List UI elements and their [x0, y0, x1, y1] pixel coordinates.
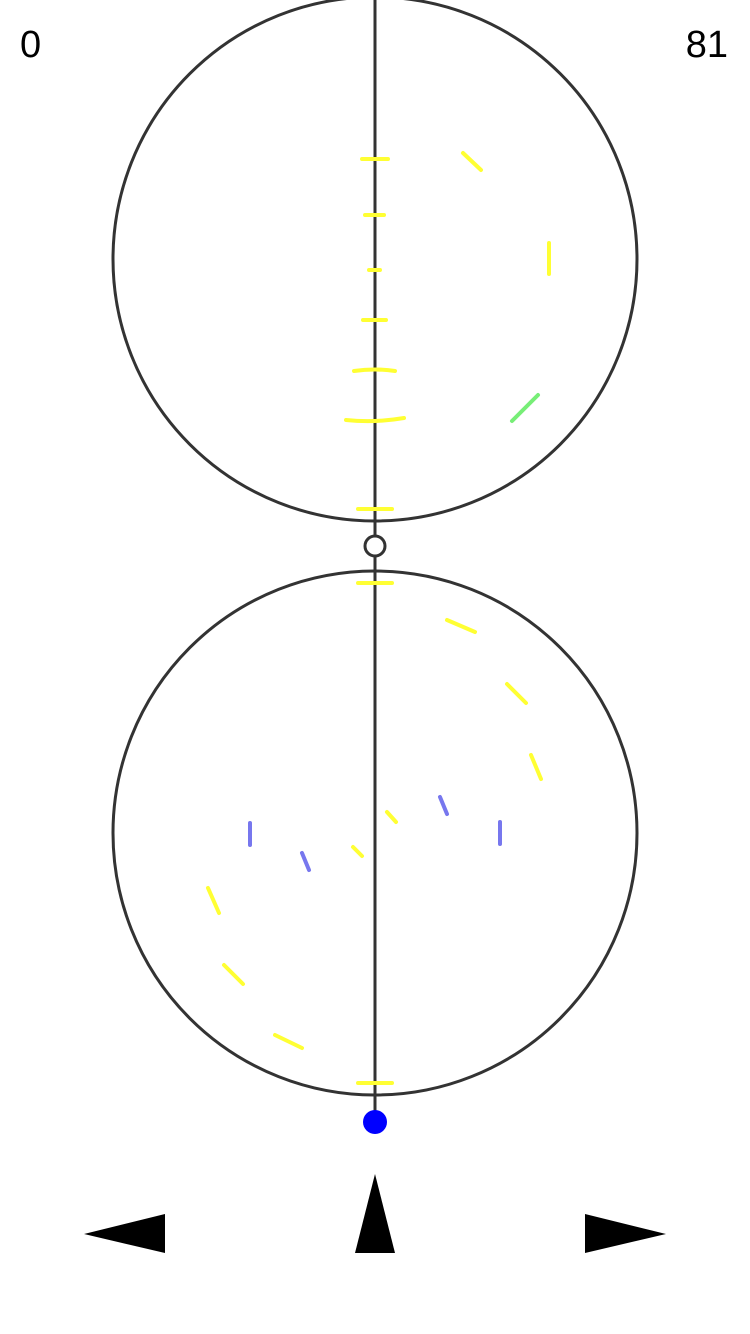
junction-marker [363, 534, 387, 558]
ring-obstacle-yellow [273, 1033, 304, 1050]
bottom-ring [111, 569, 639, 1097]
triangle-right-icon [585, 1214, 666, 1253]
jump-button[interactable] [352, 1174, 398, 1256]
move-left-button[interactable] [84, 1212, 168, 1256]
score-left: 0 [20, 24, 42, 66]
ring-obstacle-yellow [529, 753, 543, 781]
player-ball [363, 1110, 387, 1134]
ring-obstacle-yellow [461, 151, 483, 172]
ring-obstacle-yellow [445, 618, 477, 634]
track-obstacle [352, 367, 397, 373]
ring-obstacle-yellow [206, 886, 221, 915]
ring-obstacle-yellow [505, 682, 528, 705]
ring-obstacle-yellow [351, 845, 364, 858]
triangle-up-icon [355, 1174, 395, 1253]
move-right-button[interactable] [582, 1212, 666, 1256]
top-ring [111, 0, 639, 523]
ring-obstacle-green [510, 393, 540, 423]
score-right: 81 [685, 24, 728, 66]
ring-obstacle-yellow [385, 810, 398, 824]
triangle-left-icon [84, 1214, 165, 1253]
track-obstacle [344, 416, 406, 424]
ring-obstacle-blue [438, 795, 449, 816]
ring-obstacle-yellow [222, 963, 245, 986]
ring-obstacle-blue [300, 851, 311, 872]
